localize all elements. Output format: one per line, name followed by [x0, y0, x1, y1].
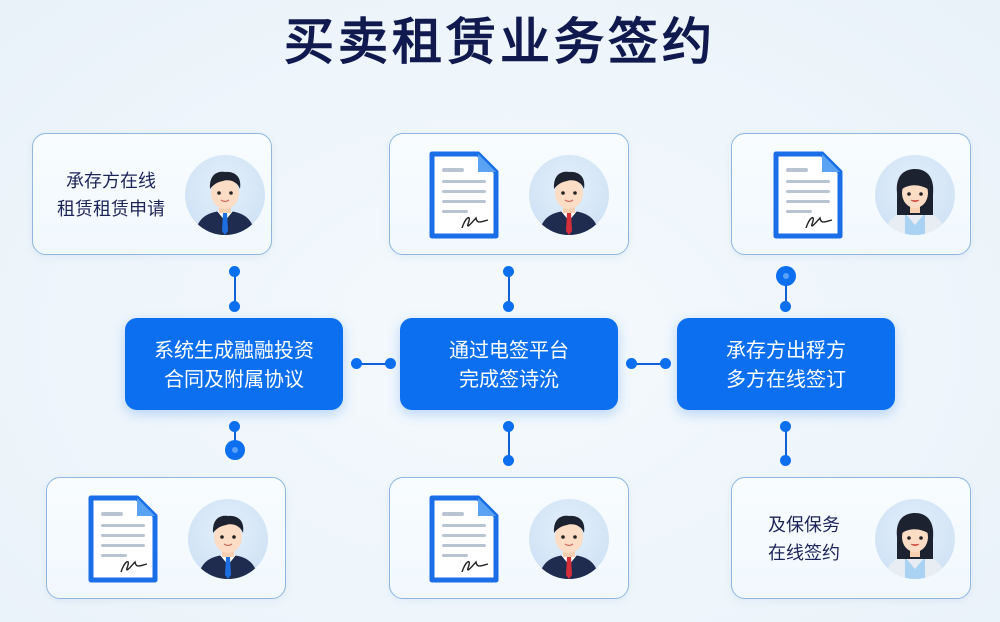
signed-document-icon [428, 494, 500, 584]
connector-dot [503, 455, 514, 466]
businessman-avatar-icon [529, 499, 609, 579]
card-text: 承存方在线 租赁租赁申请 [47, 168, 175, 224]
process-text-line: 合同及附属协议 [164, 367, 304, 391]
connector-dot [780, 301, 791, 312]
process-text-line: 多方在线签订 [726, 367, 846, 391]
connector-line [234, 426, 236, 446]
businessman-avatar-icon [529, 155, 609, 235]
connector-pin [776, 266, 796, 286]
connector-dot [229, 266, 240, 277]
card-signed-contract-4 [389, 477, 629, 599]
connector-dot [626, 358, 637, 369]
signed-document-icon [87, 494, 159, 584]
process-text-line: 承存方出稃方 [726, 338, 846, 362]
connector-line [508, 272, 510, 306]
connector-dot [503, 266, 514, 277]
card-signed-contract-1 [389, 133, 629, 255]
signed-document-icon [428, 150, 500, 240]
process-text-line: 完成签诗沇 [459, 367, 559, 391]
connector-line [356, 363, 390, 365]
connector-line [631, 363, 665, 365]
card-signed-contract-3 [46, 477, 286, 599]
businesswoman-avatar-icon [875, 499, 955, 579]
connector-line [785, 426, 787, 460]
connector-dot [351, 358, 362, 369]
businessman-avatar-icon [188, 499, 268, 579]
signed-document-icon [772, 150, 844, 240]
card-text: 及保保务 在线签约 [740, 512, 868, 568]
businesswoman-avatar-icon [875, 155, 955, 235]
connector-pin [225, 440, 245, 460]
card-applicant-request: 承存方在线 租赁租赁申请 [32, 133, 272, 255]
businessman-avatar-icon [185, 155, 265, 235]
card-text-line: 租赁租赁申请 [57, 199, 165, 220]
connector-dot [229, 421, 240, 432]
process-text-line: 通过电签平台 [449, 338, 569, 362]
connector-dot [229, 301, 240, 312]
card-text-line: 及保保务 [768, 515, 840, 536]
connector-dot [780, 421, 791, 432]
connector-dot [503, 421, 514, 432]
card-guarantor-signing: 及保保务 在线签约 [731, 477, 971, 599]
card-signed-contract-2 [731, 133, 971, 255]
connector-line [508, 426, 510, 460]
process-text-line: 系统生成融融投资 [154, 338, 314, 362]
card-text-line: 承存方在线 [66, 171, 156, 192]
page-title: 买卖租赁业务签约 [284, 13, 716, 71]
connector-dot [780, 455, 791, 466]
process-step-generate-contract: 系统生成融融投资 合同及附属协议 [125, 318, 343, 410]
connector-line [785, 280, 787, 306]
process-step-multi-party-signing: 承存方出稃方 多方在线签订 [677, 318, 895, 410]
connector-dot [660, 358, 671, 369]
card-text-line: 在线签约 [768, 543, 840, 564]
process-step-e-sign-platform: 通过电签平台 完成签诗沇 [400, 318, 618, 410]
connector-dot [385, 358, 396, 369]
connector-line [234, 272, 236, 306]
connector-dot [503, 301, 514, 312]
